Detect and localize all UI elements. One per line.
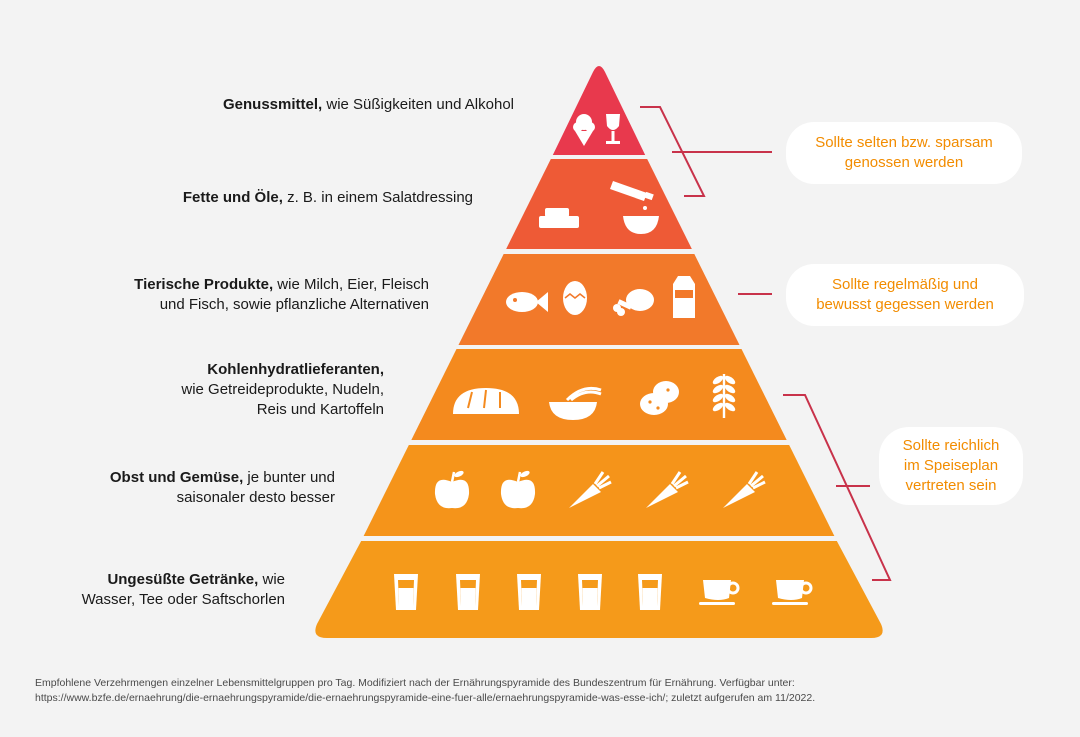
cup-icon xyxy=(772,580,813,605)
bowl-icon xyxy=(623,206,659,234)
level-label-fats: Fette und Öle, z. B. in einem Salatdress… xyxy=(182,189,473,206)
glass-icon xyxy=(638,574,662,610)
noodle-bowl-icon xyxy=(549,386,602,420)
glass-icon xyxy=(517,574,541,610)
glass-icon xyxy=(456,574,480,610)
level-label-animal: Tierische Produkte, wie Milch, Eier, Fle… xyxy=(134,276,429,313)
grain-icon xyxy=(712,374,736,418)
apple-icon xyxy=(434,470,470,509)
level-label-carbs: Kohlenhydratlieferanten, wie Getreidepro… xyxy=(181,361,384,418)
source-footnote: Empfohlene Verzehrmengen einzelner Leben… xyxy=(35,676,1045,706)
level-label-fruit-veg: Obst und Gemüse, je bunter und saisonale… xyxy=(109,469,335,506)
pyramid-level-2 xyxy=(506,159,692,249)
carrot-icon xyxy=(569,471,612,508)
chicken-leg-icon xyxy=(613,289,654,316)
milk-carton-icon xyxy=(673,276,695,318)
footnote-line-2: https://www.bzfe.de/ernaehrung/die-ernae… xyxy=(35,692,816,704)
pyramid-level-3 xyxy=(458,254,740,345)
ice-cream-icon xyxy=(573,114,595,146)
level-label-drinks: Ungesüßte Getränke, wie Wasser, Tee oder… xyxy=(81,571,285,608)
cup-icon xyxy=(699,580,740,605)
fish-icon xyxy=(506,292,548,312)
egg-icon xyxy=(563,281,587,315)
apple-icon xyxy=(500,470,536,509)
butter-icon xyxy=(539,208,579,228)
carrot-icon xyxy=(723,471,766,508)
potato-icon xyxy=(640,381,679,415)
glass-icon xyxy=(578,574,602,610)
pyramid-level-1 xyxy=(552,66,646,155)
level-label-sweets: Genussmittel, wie Süßigkeiten und Alkoho… xyxy=(223,96,514,113)
footnote-line-1: Empfohlene Verzehrmengen einzelner Leben… xyxy=(35,677,795,689)
bread-icon xyxy=(453,388,519,414)
bracket-rarely xyxy=(640,106,772,197)
oil-bottle-icon xyxy=(610,181,654,201)
glass-icon xyxy=(394,574,418,610)
wine-glass-icon xyxy=(606,114,620,144)
carrot-icon xyxy=(646,471,689,508)
bracket-plenty xyxy=(783,394,892,581)
